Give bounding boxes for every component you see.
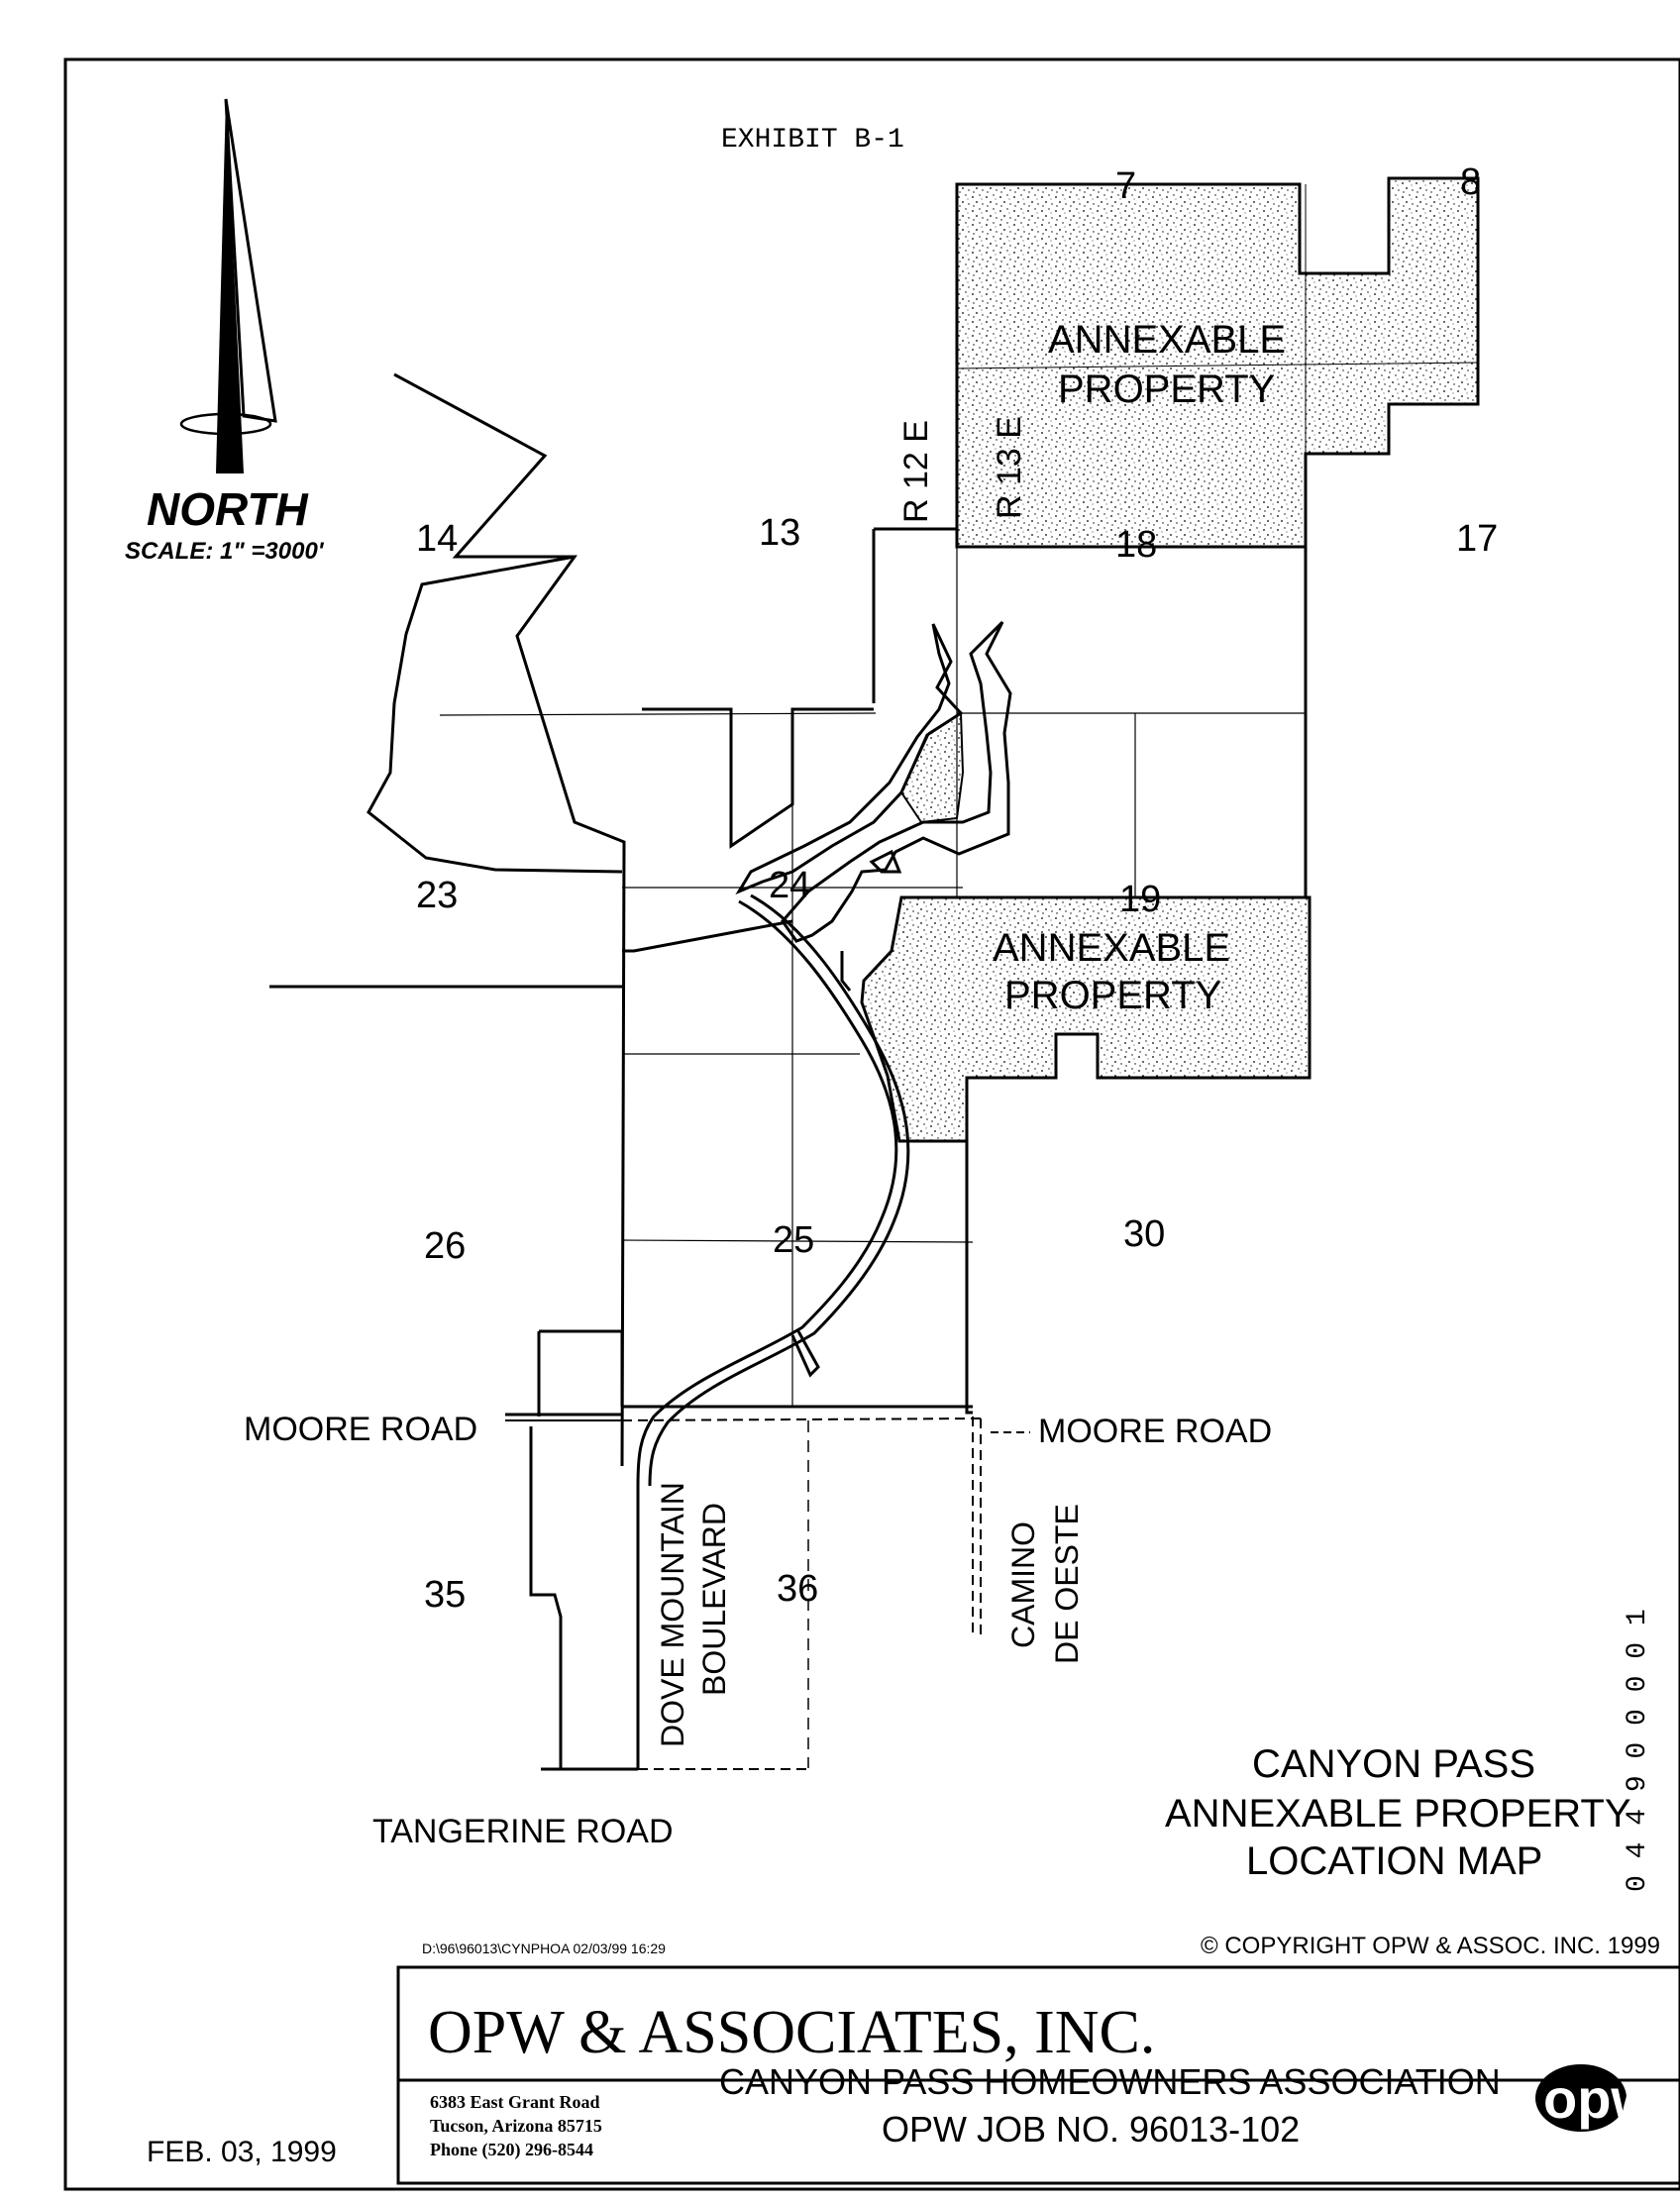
scale-label: SCALE: 1" =3000' [125,538,325,565]
river-wash [622,620,1012,992]
opw-logo-icon: opw [1535,2064,1654,2132]
north-label: NORTH [147,483,308,535]
section-17: 17 [1456,518,1498,560]
section-35: 35 [424,1574,466,1616]
file-path: D:\96\96013\CYNPHOA 02/03/99 16:29 [422,1941,666,1956]
section-24: 24 [769,865,810,906]
camino-de-oeste-label-1: CAMINO [1005,1521,1041,1648]
section-13: 13 [759,512,800,554]
margin-stamp: 0 4 4 9 0 0 0 0 1 [1623,1609,1653,1892]
north-arrow-icon [179,98,277,473]
section-7: 7 [1115,165,1136,207]
page-border [63,57,1680,2191]
map-title-line1: CANYON PASS [1252,1742,1535,1786]
section-30: 30 [1123,1213,1165,1255]
section-lines [269,372,1308,1768]
company-address-2: Tucson, Arizona 85715 [430,2116,602,2136]
section-18: 18 [1115,524,1157,566]
map-title-line3: LOCATION MAP [1246,1839,1542,1883]
section-19: 19 [1119,879,1161,920]
exhibit-title: EXHIBIT B-1 [721,125,904,156]
annexable-south-line1: ANNEXABLE [993,926,1230,970]
range-r12e: R 12 E [897,420,935,523]
section-26: 26 [424,1225,466,1267]
copyright-text: © COPYRIGHT OPW & ASSOC. INC. 1999 [1201,1933,1660,1959]
annexable-river-area [899,711,965,824]
moore-road-line [505,1413,1030,1771]
annexable-property-north [955,176,1480,549]
moore-road-west-label: MOORE ROAD [244,1411,477,1448]
section-23: 23 [416,875,458,916]
section-8: 8 [1460,161,1481,203]
section-14: 14 [416,518,458,560]
annexable-north-line2: PROPERTY [1058,367,1275,411]
title-block [396,1965,1680,2185]
dove-mountain-label-2: BOULEVARD [696,1503,732,1696]
annexable-south-line2: PROPERTY [1004,974,1221,1017]
annexable-north-line1: ANNEXABLE [1048,318,1286,362]
job-number: OPW JOB NO. 96013-102 [882,2109,1300,2150]
drawing-date: FEB. 03, 1999 [147,2136,337,2168]
tangerine-road-label: TANGERINE ROAD [372,1813,674,1850]
section-25: 25 [773,1219,814,1261]
opw-logo-text: opw [1543,2067,1654,2130]
map-title-line2: ANNEXABLE PROPERTY [1165,1792,1631,1836]
moore-road-east-label: MOORE ROAD [1038,1413,1272,1450]
company-phone: Phone (520) 296-8544 [430,2140,593,2160]
camino-de-oeste-label-2: DE OESTE [1049,1504,1085,1664]
section-36: 36 [777,1568,818,1610]
dove-mountain-label-1: DOVE MOUNTAIN [655,1482,690,1747]
project-name: CANYON PASS HOMEOWNERS ASSOCIATION [719,2061,1501,2102]
range-r13e: R 13 E [991,416,1028,519]
company-address-1: 6383 East Grant Road [430,2092,600,2112]
company-name: OPW & ASSOCIATES, INC. [428,1999,1155,2066]
